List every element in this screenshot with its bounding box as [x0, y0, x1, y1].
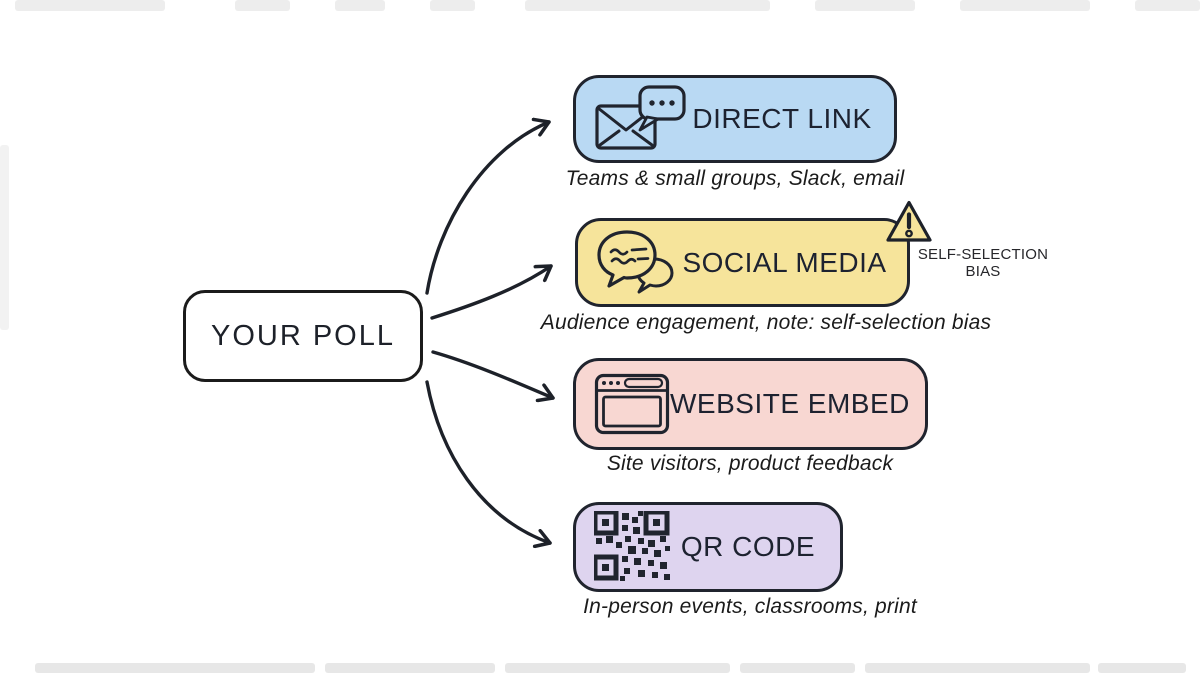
your-poll-node: YOUR POLL	[183, 290, 423, 382]
channel-box-direct-link: DIRECT LINK	[573, 75, 897, 163]
qr-code-icon	[594, 511, 672, 583]
arrow-to-website-embed	[431, 350, 553, 398]
channel-label-website-embed: WEBSITE EMBED	[670, 388, 910, 419]
caption-social-media: Audience engagement, note: self-selectio…	[540, 311, 992, 334]
edge-artifact	[865, 663, 1090, 673]
speech-bubbles-icon	[596, 229, 678, 296]
edge-artifact	[1098, 663, 1186, 673]
edge-artifact	[35, 663, 315, 673]
warning-label-line2: BIAS	[965, 263, 1001, 281]
channel-label-social-media: SOCIAL MEDIA	[682, 246, 887, 278]
channel-label-qr-code: QR CODE	[680, 531, 816, 562]
channel-box-website-embed: WEBSITE EMBED	[573, 358, 928, 450]
channel-box-social-media: SOCIAL MEDIA	[575, 218, 910, 307]
edge-artifact	[740, 663, 855, 673]
caption-direct-link: Teams & small groups, Slack, email	[565, 167, 905, 190]
edge-artifact	[235, 0, 290, 11]
your-poll-label: YOUR POLL	[211, 319, 395, 352]
channel-box-qr-code: QR CODE	[573, 502, 843, 592]
envelope-chat-icon	[594, 85, 686, 153]
edge-artifact	[15, 0, 165, 11]
edge-artifact	[430, 0, 475, 11]
edge-artifact	[1135, 0, 1200, 11]
warning-label: SELF-SELECTION BIAS	[898, 246, 1068, 281]
browser-window-icon	[594, 373, 670, 435]
edge-artifact	[960, 0, 1090, 11]
edge-artifact	[325, 663, 495, 673]
edge-artifact	[525, 0, 770, 11]
caption-qr-code: In-person events, classrooms, print	[583, 595, 917, 618]
edge-artifact	[0, 145, 9, 330]
edge-artifact	[335, 0, 385, 11]
caption-website-embed: Site visitors, product feedback	[606, 452, 894, 475]
edge-artifact	[505, 663, 730, 673]
warning-label-line1: SELF-SELECTION	[917, 246, 1049, 263]
channel-label-direct-link: DIRECT LINK	[692, 103, 872, 134]
edge-artifact	[815, 0, 915, 11]
arrow-to-direct-link	[425, 122, 549, 295]
warning-triangle-icon	[884, 199, 934, 245]
